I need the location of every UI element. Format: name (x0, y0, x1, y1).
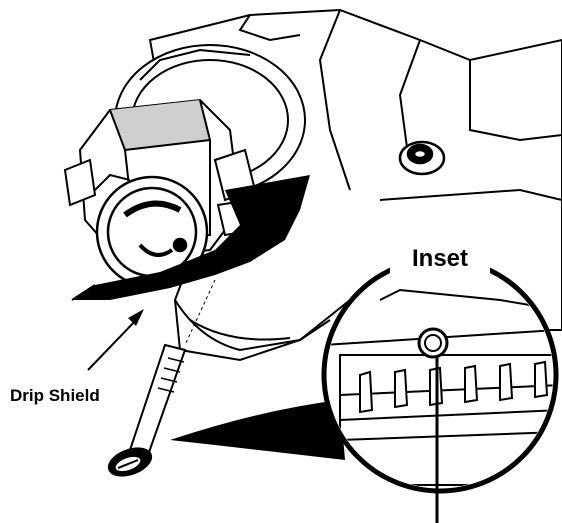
inset-label: Inset (412, 245, 468, 272)
hose-fitting (398, 140, 446, 176)
shadow-wedge (170, 400, 345, 460)
drip-shield-label: Drip Shield (10, 386, 100, 405)
drip-shield-plate (71, 175, 310, 301)
drip-shield-arrow (87, 309, 144, 371)
mounting-screw (107, 279, 216, 477)
tub-edge (174, 299, 331, 352)
inset-callout (321, 248, 559, 494)
